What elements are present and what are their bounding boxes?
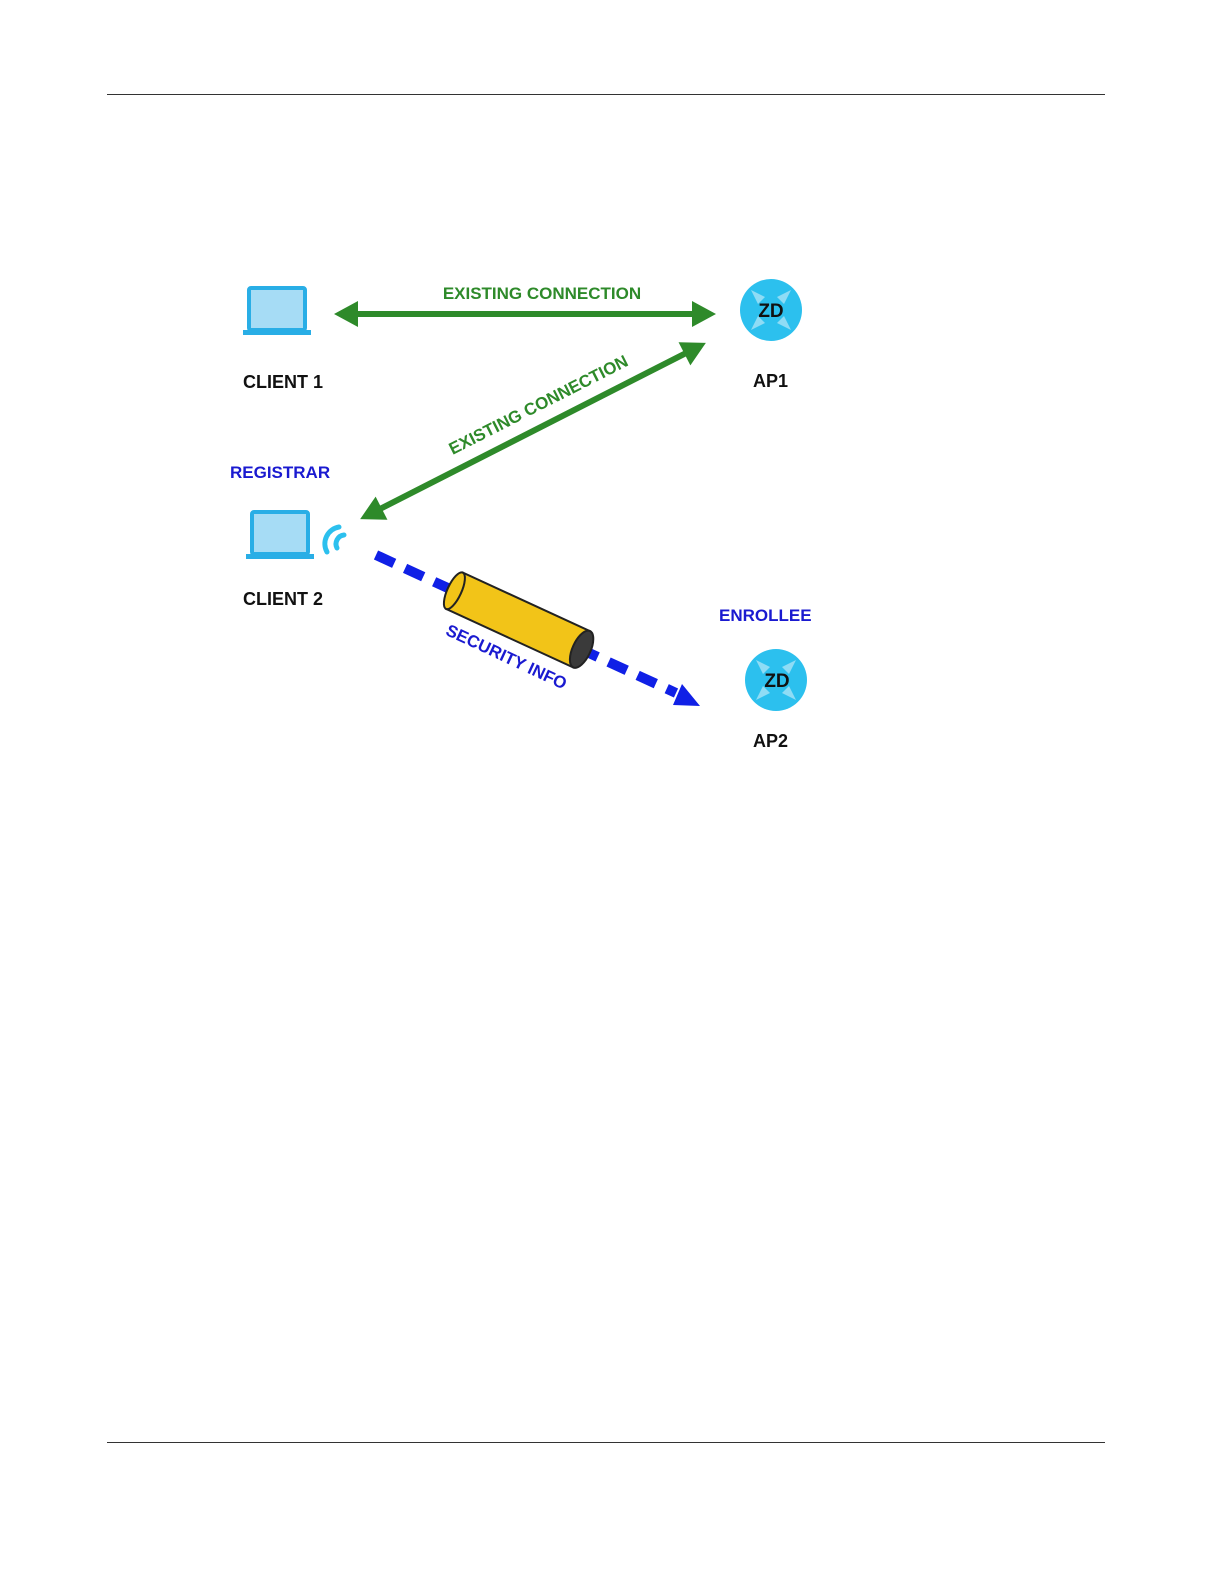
ap1-label: AP1: [753, 371, 788, 391]
client2-label: CLIENT 2: [243, 589, 323, 609]
ap1-badge: ZD: [758, 301, 783, 322]
wireless-signal-icon: [325, 527, 344, 552]
edge-client1-ap1-label: EXISTING CONNECTION: [443, 284, 641, 303]
edge-client1-ap1: [334, 301, 716, 327]
access-point-icon: ZD: [745, 649, 807, 711]
laptop-icon: [243, 288, 311, 335]
edge-client2-ap1-label: EXISTING CONNECTION: [446, 352, 631, 459]
access-point-icon: ZD: [740, 279, 802, 341]
laptop-icon: [246, 512, 314, 559]
enrollee-role-label: ENROLLEE: [719, 606, 812, 625]
ap2-label: AP2: [753, 731, 788, 751]
registrar-role-label: REGISTRAR: [230, 463, 330, 482]
ap2-badge: ZD: [764, 671, 789, 692]
edge-client2-ap1: [354, 331, 712, 530]
client1-label: CLIENT 1: [243, 372, 323, 392]
